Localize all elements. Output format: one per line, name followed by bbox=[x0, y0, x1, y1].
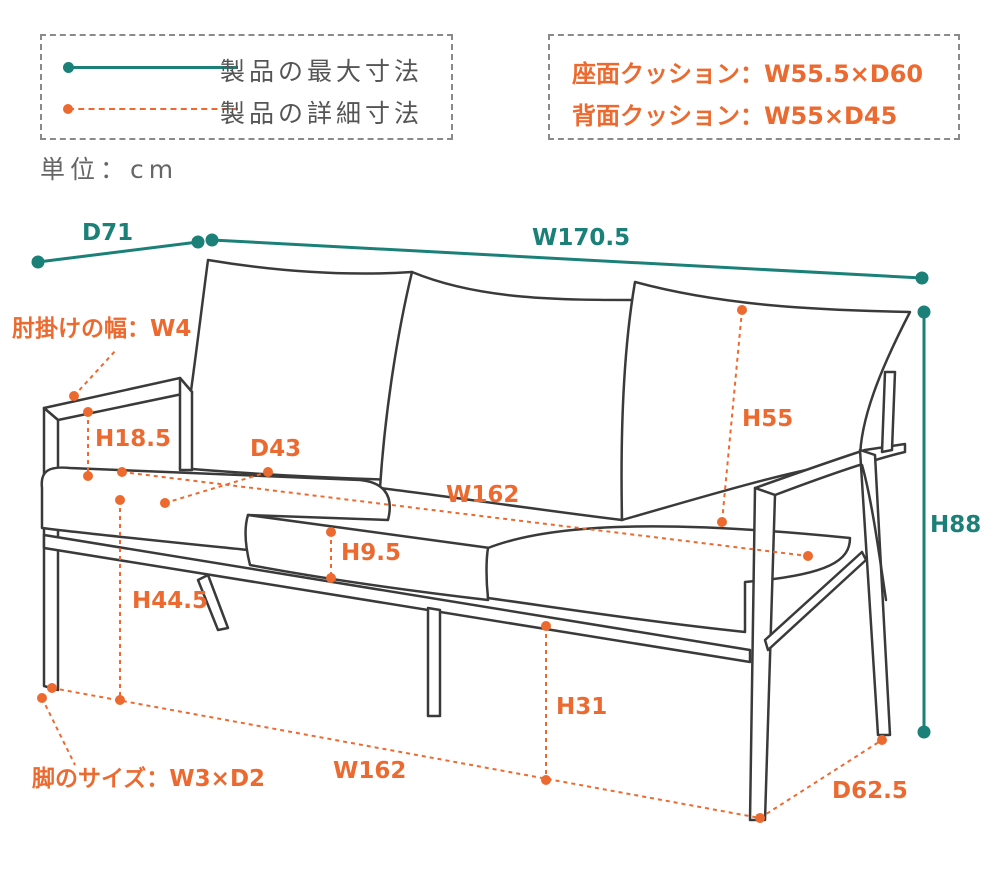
seat-cushion-left bbox=[40, 466, 391, 552]
dim-seat-depth: D43 bbox=[250, 436, 302, 462]
legend-max-label: 製品の最大寸法 bbox=[220, 57, 424, 86]
dim-depth-total: D71 bbox=[82, 220, 134, 246]
legend-detail-label: 製品の詳細寸法 bbox=[220, 99, 424, 128]
dim-seat-width: W162 bbox=[446, 482, 520, 508]
dotted-line-swatch bbox=[63, 104, 238, 114]
dim-seat-cushion-thickness: H9.5 bbox=[341, 540, 401, 566]
dim-leg-size: 脚のサイズ：W3×D2 bbox=[32, 766, 266, 792]
dim-back-cushion-height: H55 bbox=[742, 406, 794, 432]
cushion-spec-box: 座面クッション：W55.5×D60 背面クッション：W55×D45 bbox=[548, 34, 960, 140]
left-arm-frame bbox=[42, 376, 194, 422]
dim-armrest-height: H18.5 bbox=[95, 426, 171, 452]
dim-width-total: W170.5 bbox=[532, 225, 631, 251]
right-side-panel bbox=[860, 463, 888, 602]
center-leg bbox=[426, 606, 442, 718]
dim-seat-height: H44.5 bbox=[132, 588, 208, 614]
legend-box: 製品の最大寸法 製品の詳細寸法 bbox=[40, 34, 453, 140]
dim-bottom-width: W162 bbox=[333, 758, 407, 784]
left-back-leg bbox=[196, 573, 230, 632]
dim-under-height: H31 bbox=[556, 694, 608, 720]
back-cushion-spec: 背面クッション：W55×D45 bbox=[572, 102, 898, 130]
front-rail bbox=[42, 533, 752, 664]
legend-max-row: 製品の最大寸法 bbox=[42, 48, 451, 88]
right-back-post bbox=[880, 370, 897, 454]
unit-label: 単位：cm bbox=[40, 155, 179, 184]
dim-armrest-width: 肘掛けの幅：W4 bbox=[12, 316, 192, 342]
seat-cushion-spec: 座面クッション：W55.5×D60 bbox=[572, 60, 924, 88]
right-brace bbox=[763, 550, 868, 652]
dim-bottom-depth: D62.5 bbox=[832, 778, 908, 804]
right-front-post bbox=[748, 486, 777, 822]
left-rear-post bbox=[178, 376, 194, 472]
right-arm-side bbox=[858, 448, 892, 737]
dim-height-total: H88 bbox=[930, 512, 982, 538]
legend-detail-row: 製品の詳細寸法 bbox=[42, 90, 451, 130]
solid-line-swatch bbox=[63, 62, 238, 73]
